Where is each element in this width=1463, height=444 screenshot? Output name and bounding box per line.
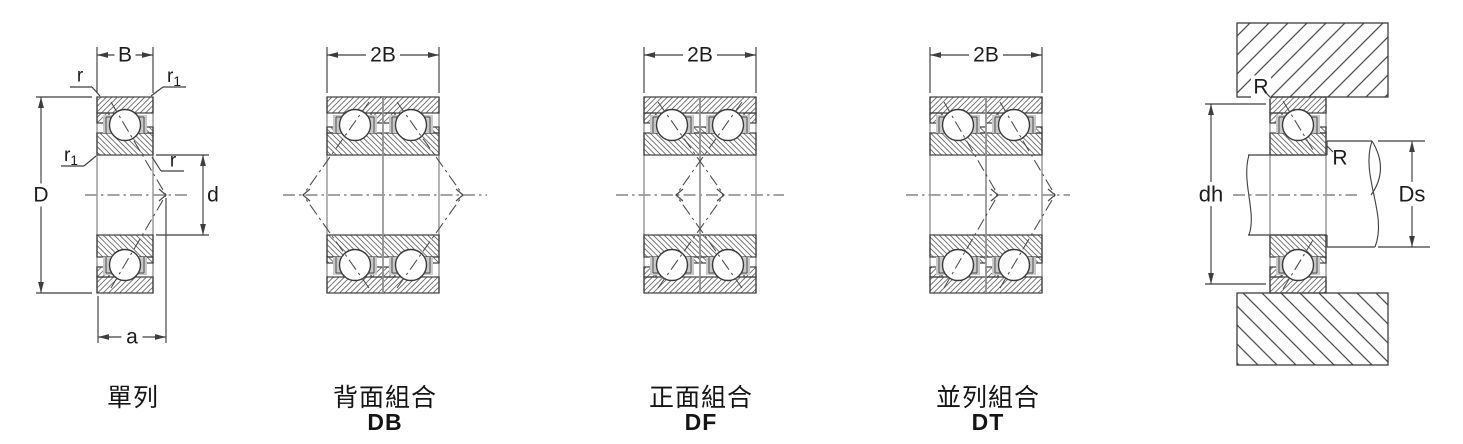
svg-text:d: d [207, 184, 219, 207]
svg-text:a: a [126, 326, 138, 349]
dt-tandem-diagram: 2B [906, 43, 1070, 294]
svg-text:r1: r1 [167, 66, 181, 89]
svg-text:2B: 2B [687, 44, 713, 67]
svg-text:D: D [33, 184, 48, 207]
db-back-to-back-diagram: 2B [283, 43, 487, 294]
caption-back-to-back: 背面組合 [332, 384, 438, 412]
df-face-to-face-diagram: 2B [616, 43, 784, 294]
caption-face-to-face: 正面組合 [648, 384, 754, 412]
svg-text:r1: r1 [64, 145, 78, 168]
svg-text:R: R [1253, 76, 1268, 99]
svg-text:Ds: Ds [1399, 182, 1426, 207]
code-df: DF [684, 409, 718, 435]
caption-single-row: 單列 [106, 384, 160, 412]
svg-text:r: r [170, 151, 177, 172]
svg-text:2B: 2B [973, 44, 999, 67]
mounted-bearing-diagram: dh Ds R R [1193, 22, 1430, 366]
svg-text:B: B [118, 44, 132, 67]
svg-text:dh: dh [1199, 182, 1223, 207]
code-db: DB [367, 409, 403, 435]
svg-text:2B: 2B [370, 44, 396, 67]
code-dt: DT [971, 409, 1005, 435]
caption-tandem: 並列組合 [935, 384, 1041, 412]
svg-text:r: r [77, 66, 84, 87]
svg-text:R: R [1332, 147, 1347, 170]
